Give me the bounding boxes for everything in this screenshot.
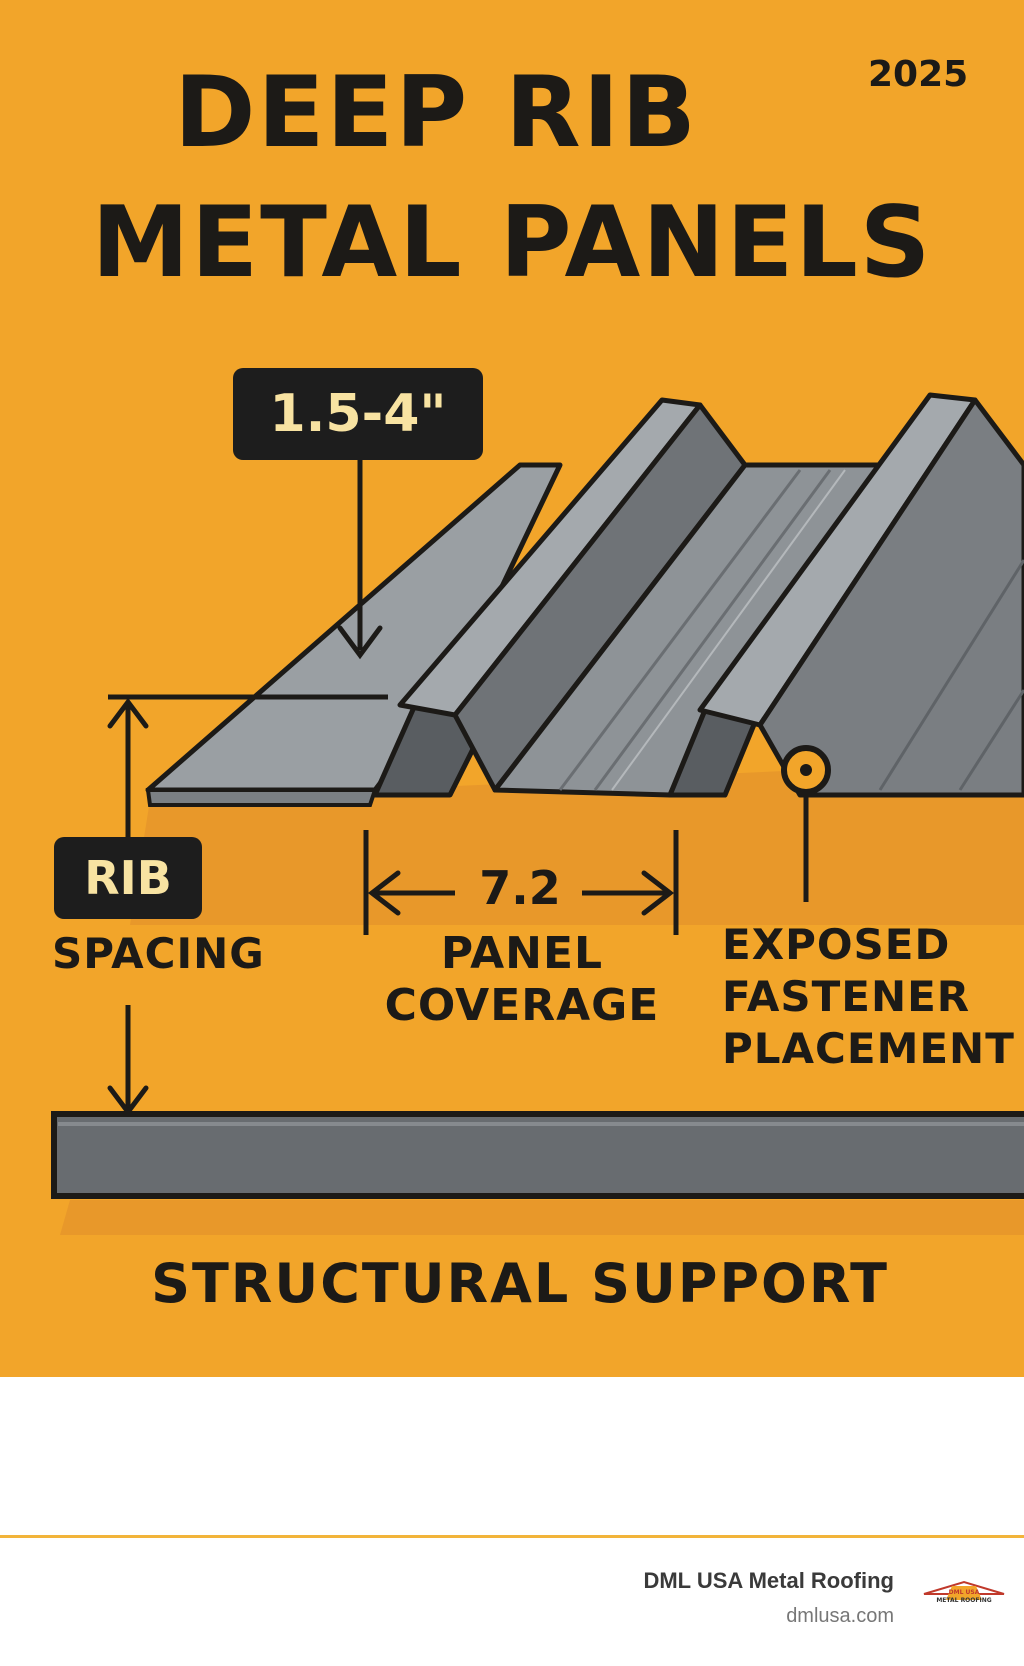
structural-support-label: STRUCTURAL SUPPORT [151,1252,889,1315]
brand-name: DML USA Metal Roofing [643,1568,894,1593]
depth-arrowhead [337,625,383,660]
rib-badge: RIB [54,837,202,919]
footer-divider [0,1535,1024,1538]
pan-stiffener [611,469,846,791]
panel-edge [145,788,378,807]
panel-coverage-label-line-2: COVERAGE [384,980,660,1031]
rib-depth-badge: 1.5-4" [233,368,483,460]
infographic-poster: DEEP RIB METAL PANELS 2025 1.5-4" RIB SP… [0,0,1024,1377]
pan-stiffener [593,469,832,791]
logo-text-2: METAL ROOFING [936,1597,991,1604]
title-line-1: DEEP RIB [174,56,698,170]
brand-url-link[interactable]: dmlusa.com [786,1605,894,1627]
structural-support-beam [51,1111,1024,1199]
panel-line [878,559,1024,791]
brand-logo: DML USA METAL ROOFING [923,1580,1005,1604]
spacing-label: SPACING [52,929,265,978]
support-shadow [60,1200,1024,1235]
panel-line [958,689,1024,791]
fastener-label-line-2: FASTENER [722,972,971,1021]
coverage-arrowhead-right [641,870,675,916]
title-line-2: METAL PANELS [91,186,933,300]
height-arrowhead [107,697,149,729]
logo-text-1: DML USA [949,1589,980,1596]
coverage-value: 7.2 [479,861,561,915]
pan-stiffener [558,469,802,791]
coverage-arrowhead-left [367,870,401,916]
year-label: 2025 [868,54,969,95]
fastener-center [800,764,812,776]
fastener-label-line-3: PLACEMENT [722,1024,1015,1073]
logo-badge [946,1586,982,1600]
fastener-label-line-1: EXPOSED [722,920,951,969]
panel-illustration [51,392,1024,1235]
panel-coverage-label-line-1: PANEL [440,928,604,979]
